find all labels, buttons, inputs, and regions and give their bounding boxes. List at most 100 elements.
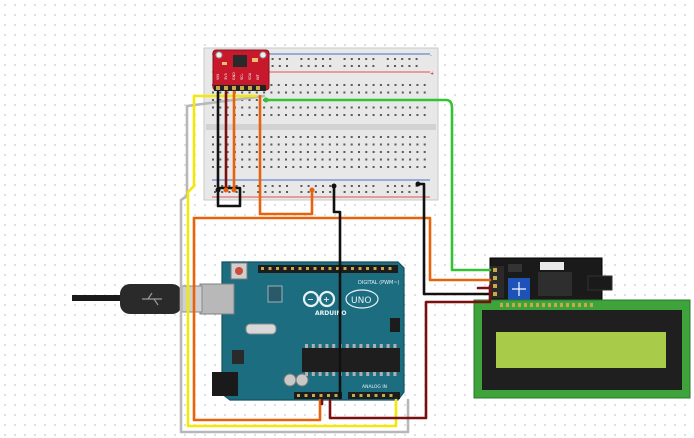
- icsp-header: [390, 318, 400, 332]
- breadboard-hole: [248, 91, 251, 94]
- breadboard-hole: [401, 166, 404, 168]
- breadboard-hole: [277, 114, 280, 116]
- breadboard-hole: [343, 136, 346, 138]
- breadboard-hole: [321, 84, 324, 86]
- wire-black-sensor: [216, 90, 242, 208]
- breadboard-hole: [219, 106, 222, 109]
- header-pin: [373, 267, 377, 270]
- chip-pin: [393, 344, 397, 348]
- breadboard-hole: [277, 143, 280, 146]
- breadboard-hole: [226, 158, 229, 161]
- breadboard-hole: [409, 166, 412, 168]
- breadboard-hole: [299, 91, 302, 94]
- breadboard-hole: [423, 136, 426, 138]
- brand-label: ARDUINO: [315, 310, 346, 317]
- breadboard-hole: [219, 114, 222, 116]
- breadboard-hole: [394, 106, 397, 109]
- chip-pin: [359, 372, 363, 376]
- breadboard-hole: [336, 84, 339, 86]
- breadboard-hole: [299, 158, 302, 161]
- model-label: UNO: [351, 296, 371, 306]
- atmega-pins-top: [305, 344, 397, 348]
- lcd-header-pins: [500, 303, 593, 307]
- digital-header: [258, 265, 398, 273]
- rail-hole: [343, 65, 346, 67]
- breadboard-hole: [343, 84, 346, 86]
- rail-hole: [372, 185, 375, 187]
- breadboard-hole: [387, 106, 390, 109]
- breadboard-hole: [350, 158, 353, 161]
- lcd-pin: [554, 303, 557, 307]
- lcd-pin: [506, 303, 509, 307]
- chip-pin: [332, 344, 336, 348]
- breadboard-hole: [350, 114, 353, 116]
- header-pin: [366, 267, 369, 270]
- capacitor: [295, 373, 309, 387]
- breadboard-hole: [299, 166, 302, 168]
- rail-minus-label: -: [430, 53, 432, 59]
- i2c-pin-header: [490, 266, 504, 298]
- breadboard-hole: [343, 166, 346, 168]
- header-pin: [261, 267, 264, 270]
- rail-hole: [271, 65, 274, 67]
- breadboard-hole: [328, 166, 331, 168]
- lcd-pin: [548, 303, 551, 307]
- rail-hole: [386, 185, 389, 187]
- breadboard-hole: [423, 158, 426, 161]
- breadboard-hole: [387, 158, 390, 161]
- breadboard-hole: [328, 91, 331, 94]
- rail-hole: [401, 185, 404, 187]
- chip-pin: [386, 344, 390, 348]
- breadboard-hole: [372, 151, 375, 153]
- breadboard-hole: [270, 84, 273, 86]
- rail-hole: [278, 58, 281, 60]
- breadboard-hole: [255, 136, 258, 138]
- wire-endpoints: [215, 97, 421, 193]
- breadboard-hole: [306, 114, 309, 116]
- rail-hole: [329, 185, 332, 187]
- breadboard-hole: [336, 166, 339, 168]
- usb-plug-metal: [181, 285, 203, 313]
- header-pin: [276, 267, 279, 270]
- breadboard-hole: [219, 151, 222, 153]
- breadboard-hole: [248, 158, 251, 161]
- breadboard-hole: [314, 106, 317, 109]
- chip-pin: [379, 344, 383, 348]
- breadboard-hole: [387, 84, 390, 86]
- breadboard-hole: [358, 136, 360, 138]
- rail-hole: [300, 185, 303, 187]
- reset-button-cap: [235, 267, 243, 275]
- breadboard-hole: [350, 106, 353, 109]
- chip-pin: [386, 372, 390, 376]
- rail-hole: [394, 58, 396, 60]
- wire-gray: [179, 94, 410, 434]
- chip-pin: [305, 344, 308, 348]
- header-pin: [367, 394, 370, 397]
- mount-hole-right: [259, 51, 267, 59]
- breadboard-hole: [212, 114, 214, 116]
- breadboard-hole: [212, 151, 214, 153]
- breadboard-hole: [314, 158, 317, 161]
- sensor-pin-label: VIN: [216, 74, 220, 80]
- breadboard-hole: [306, 143, 309, 146]
- sensor-pin-label: 3V3: [224, 73, 228, 80]
- breadboard-hole: [292, 84, 295, 86]
- header-pin: [358, 267, 362, 270]
- rail-hole: [242, 191, 245, 193]
- breadboard-hole: [306, 166, 309, 168]
- breadboard-hole: [365, 158, 368, 161]
- breadboard-hole: [423, 114, 426, 116]
- header-pin: [328, 267, 332, 270]
- breadboard-hole: [379, 91, 382, 94]
- breadboard-hole: [299, 143, 302, 146]
- breadboard-hole: [379, 106, 382, 109]
- chip-pin: [318, 372, 322, 376]
- breadboard-hole: [212, 143, 214, 146]
- header-pin: [351, 267, 354, 270]
- usb-icon: [142, 292, 162, 306]
- chip-pin: [325, 372, 329, 376]
- breadboard-hole: [263, 143, 266, 146]
- rail-hole: [307, 58, 310, 60]
- rail-hole: [408, 191, 411, 193]
- lcd-pin: [578, 303, 581, 307]
